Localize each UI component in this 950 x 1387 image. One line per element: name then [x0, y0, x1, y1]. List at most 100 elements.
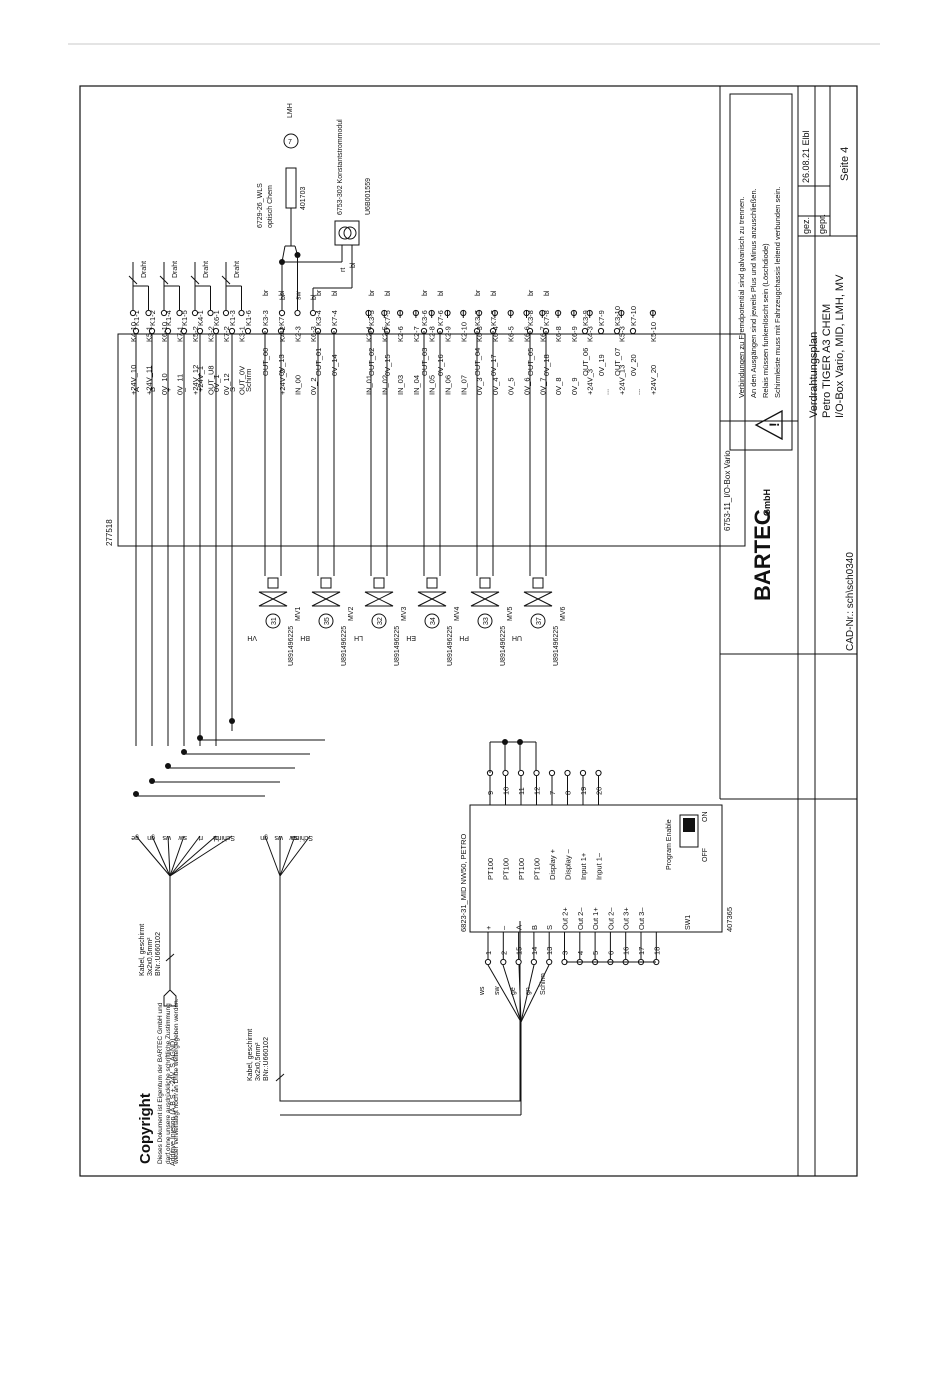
mid-right-sig-0: PT100: [486, 858, 495, 880]
warning-box: [729, 93, 793, 451]
io-sig-0: A: [132, 387, 141, 392]
io-term-2: K1-4: [164, 310, 173, 326]
mid-left-num-5: 3: [561, 951, 570, 955]
right-term-9: K2-3: [294, 326, 303, 342]
mid-left-sig-2: A: [515, 925, 524, 930]
valve-br-3: br: [422, 289, 429, 296]
io-terminal-5: [212, 327, 220, 335]
right-sig-14: IN_04: [412, 375, 421, 395]
valve-coil-1: [320, 577, 332, 589]
valve-mv-1: MV2: [348, 607, 355, 622]
out-zero-term-4: K7-7: [489, 310, 498, 326]
mid-left-sig-3: B: [530, 925, 539, 930]
switch-toggle: [683, 818, 695, 832]
valve-u-3: U891496225: [447, 626, 454, 666]
copyright-block: Copyright Dieses Dokument ist Eigentum d…: [137, 998, 180, 1165]
io-box-id: 277518: [105, 519, 114, 546]
warning-line-1: Verbindungen zu Fremdpotential sind galv…: [737, 197, 746, 398]
out-extra-term-1: K7-9: [597, 310, 606, 326]
right-terminal-8: [278, 309, 286, 317]
out-zero-term-5: K7-8: [542, 310, 551, 326]
mid-right-sig-5: Display –: [564, 848, 573, 880]
mid-left-num-1: 2: [499, 951, 508, 955]
mid-wire-label-1: sw: [494, 986, 501, 996]
right-sig-29: +24V_20: [649, 365, 658, 395]
io-terminal-7: [244, 327, 252, 335]
valve-name-0: VH: [247, 634, 257, 641]
right-term-8: K4-2: [278, 326, 287, 342]
mid-left-num-2: 15: [515, 947, 524, 955]
right-term-27: K5-3: [617, 326, 626, 342]
warning-line-2: An den Ausgängen sind jeweils Plus und M…: [749, 188, 758, 398]
sensor-feed-2: [294, 245, 298, 256]
sensor-sub: optisch Chem: [267, 185, 274, 228]
right-term-23: K6-8: [554, 326, 563, 342]
cable2-line-3: BNr.:U660102: [263, 1037, 270, 1081]
valve-bl-5: bl: [544, 290, 551, 296]
right-term-10: K6-3: [309, 326, 318, 342]
out-extra-sig-0: OUT_06: [581, 348, 590, 376]
lmh-label: LMH: [287, 103, 294, 118]
draht-label-1: Draht: [172, 261, 179, 278]
right-terminal-6: [222, 309, 230, 317]
valve-coil-4: [479, 577, 491, 589]
warning-line-4: Schirmleiste muss mit Fahrzeugchassis le…: [773, 187, 782, 398]
copyright-title: Copyright: [137, 1093, 154, 1164]
out-zero-term-1: K7-4: [330, 310, 339, 326]
io-term-5: K6-1: [212, 310, 221, 326]
draht-tick-3: [221, 275, 231, 285]
cable1-line-2: 3x2x0,5mm²: [147, 937, 154, 976]
mid-left-sig-5: Out 2+: [561, 907, 570, 930]
mid-wire-label-4: Schirm: [540, 973, 547, 995]
io-box: 6753-11_I/O-Box Vario277518AK1-1BK1-2+K1…: [105, 310, 746, 547]
mid-left-sig-7: Out 1+: [591, 907, 600, 930]
bus-dot-5: [229, 718, 235, 724]
out-term-2: K3-5: [367, 310, 376, 326]
mid-right-num-3: 12: [533, 787, 542, 795]
mid-left-terminal-3: [530, 958, 538, 966]
module-bl-label: bl: [350, 262, 357, 268]
cable2-line-2: 3x2x0,5mm²: [255, 1042, 262, 1081]
out-extra-term-3: K7-10: [629, 306, 638, 326]
mid-left-num-8: 6: [606, 951, 615, 955]
valve-circle-1: [318, 613, 334, 629]
right-term-25: K4-3: [586, 326, 595, 342]
right-term-12: K2-5: [380, 326, 389, 342]
valve-u-5: U891496225: [553, 626, 560, 666]
out-extra-sig-3: 0V_20: [629, 354, 638, 376]
right-term-11: K2-4: [365, 326, 374, 342]
mid-left-terminal-0: [484, 958, 492, 966]
cad-number: CAD-Nr.: sch\sch0340: [845, 552, 856, 651]
mid-right-terminal-1: [502, 769, 509, 777]
right-sig-9: IN_00: [294, 375, 303, 395]
valve-mv-4: MV5: [507, 607, 514, 622]
right-term-14: K2-7: [412, 326, 421, 342]
mid-right-terminal-6: [579, 769, 587, 777]
switch-on: ON: [702, 812, 709, 823]
mid-title: 6823-31_MID NW50, PETRO: [459, 833, 468, 932]
connector-icon: [163, 989, 177, 1007]
bus-fan-0: [135, 835, 171, 877]
valve-mv-0: MV1: [295, 607, 302, 622]
right-term-1: K5-1: [145, 326, 154, 342]
mid-right-num-0: 9: [486, 791, 495, 795]
mid-left-num-3: 14: [530, 947, 539, 955]
valve-icon-3: [417, 591, 447, 607]
right-sig-5: OUT_U8: [207, 365, 216, 395]
mid-right-num-7: 20: [595, 787, 604, 795]
valve-mv-5: MV6: [560, 607, 567, 622]
additive-injection: Additive Injetion (A,B,S,+,-24V_S,AGND) …: [139, 876, 177, 1166]
cable2-line-1: Kabel, geschirmt: [247, 1029, 254, 1081]
io-term-7: K1-6: [244, 310, 253, 326]
module-symbol-a: [338, 226, 352, 240]
mid-fan-4: [520, 964, 550, 1023]
mid-left-sig-6: Out 2–: [576, 907, 585, 930]
out-term-0: K3-3: [261, 310, 270, 326]
right-term-24: K6-9: [570, 326, 579, 342]
mid-right-sig-7: Input 1–: [595, 852, 604, 880]
valve-coil-3: [426, 577, 438, 589]
out-extra-term-0: K3-9: [581, 310, 590, 326]
valve-bl-4: bl: [491, 290, 498, 296]
right-sig-0: +24V_10: [129, 365, 138, 395]
